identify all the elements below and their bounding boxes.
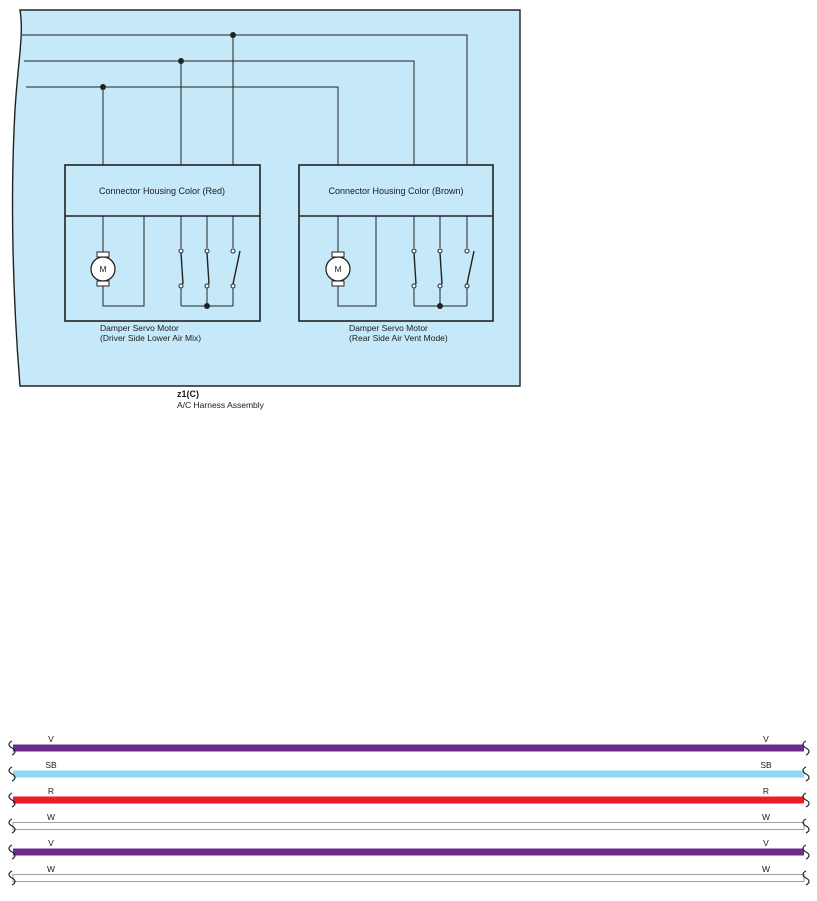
wire-code-right: SB <box>760 760 772 770</box>
component-name-detail: (Driver Side Lower Air Mix) <box>100 333 201 343</box>
motor-symbol-icon: M <box>90 251 116 287</box>
wire-break-icon <box>8 740 16 756</box>
wire-code-right: W <box>762 864 770 874</box>
harness-assembly: Connector Housing Color (Red) M <box>11 9 521 387</box>
bus-line-top <box>22 34 468 165</box>
component-box <box>298 164 494 322</box>
wire-code-left: W <box>47 812 55 822</box>
motor-symbol-icon: M <box>325 251 351 287</box>
wire-break-icon <box>802 818 810 834</box>
bus-junctions <box>100 32 236 90</box>
wire-break-icon <box>802 844 810 860</box>
wire-code-left: SB <box>45 760 57 770</box>
wire-line <box>13 744 804 752</box>
wire-code-right: V <box>763 838 769 848</box>
motor-symbol-label: M <box>334 264 341 274</box>
harness-id: z1(C) <box>177 389 199 399</box>
component-driver-side-lower-air-mix: Connector Housing Color (Red) M <box>64 164 261 343</box>
component-name: Damper Servo Motor <box>100 323 179 333</box>
component-name: Damper Servo Motor <box>349 323 428 333</box>
wire-break-icon <box>802 792 810 808</box>
junction-dot <box>178 58 184 64</box>
wire-code-left: V <box>48 838 54 848</box>
junction-dot <box>437 303 443 309</box>
housing-color-label: Connector Housing Color (Brown) <box>328 186 463 196</box>
wire-break-icon <box>8 870 16 886</box>
bus-line-middle <box>24 60 415 165</box>
wire-line <box>13 770 804 778</box>
switch-symbol-icon <box>411 248 475 289</box>
wire-break-icon <box>802 766 810 782</box>
wire-line <box>13 796 804 804</box>
wire-break-icon <box>8 766 16 782</box>
harness-background <box>11 9 521 387</box>
junction-dot <box>230 32 236 38</box>
motor-symbol-label: M <box>99 264 106 274</box>
switch-symbol-icon <box>178 248 241 289</box>
component-rear-side-air-vent-mode: Connector Housing Color (Brown) M <box>298 164 494 343</box>
wire-code-right: W <box>762 812 770 822</box>
wire-code-right: V <box>763 734 769 744</box>
wire-line <box>13 848 804 856</box>
wire-code-right: R <box>763 786 769 796</box>
wire-sb: SB SB <box>8 760 810 782</box>
component-box <box>64 164 261 322</box>
wire-code-left: R <box>48 786 54 796</box>
wire-break-icon <box>802 870 810 886</box>
housing-color-label: Connector Housing Color (Red) <box>99 186 225 196</box>
junction-dot <box>100 84 106 90</box>
bus-lines <box>22 34 468 165</box>
junction-dot <box>204 303 210 309</box>
wire-line <box>12 874 805 882</box>
motor-wire <box>102 216 145 307</box>
wire-code-left: V <box>48 734 54 744</box>
motor-wire <box>337 216 377 307</box>
wire-break-icon <box>8 792 16 808</box>
wire-line <box>12 822 805 830</box>
wire-break-icon <box>8 818 16 834</box>
wire-break-icon <box>8 844 16 860</box>
wire-break-icon <box>802 740 810 756</box>
wire-code-left: W <box>47 864 55 874</box>
harness-name: A/C Harness Assembly <box>177 400 265 410</box>
bus-line-bottom <box>26 86 339 165</box>
component-name-detail: (Rear Side Air Vent Mode) <box>349 333 448 343</box>
